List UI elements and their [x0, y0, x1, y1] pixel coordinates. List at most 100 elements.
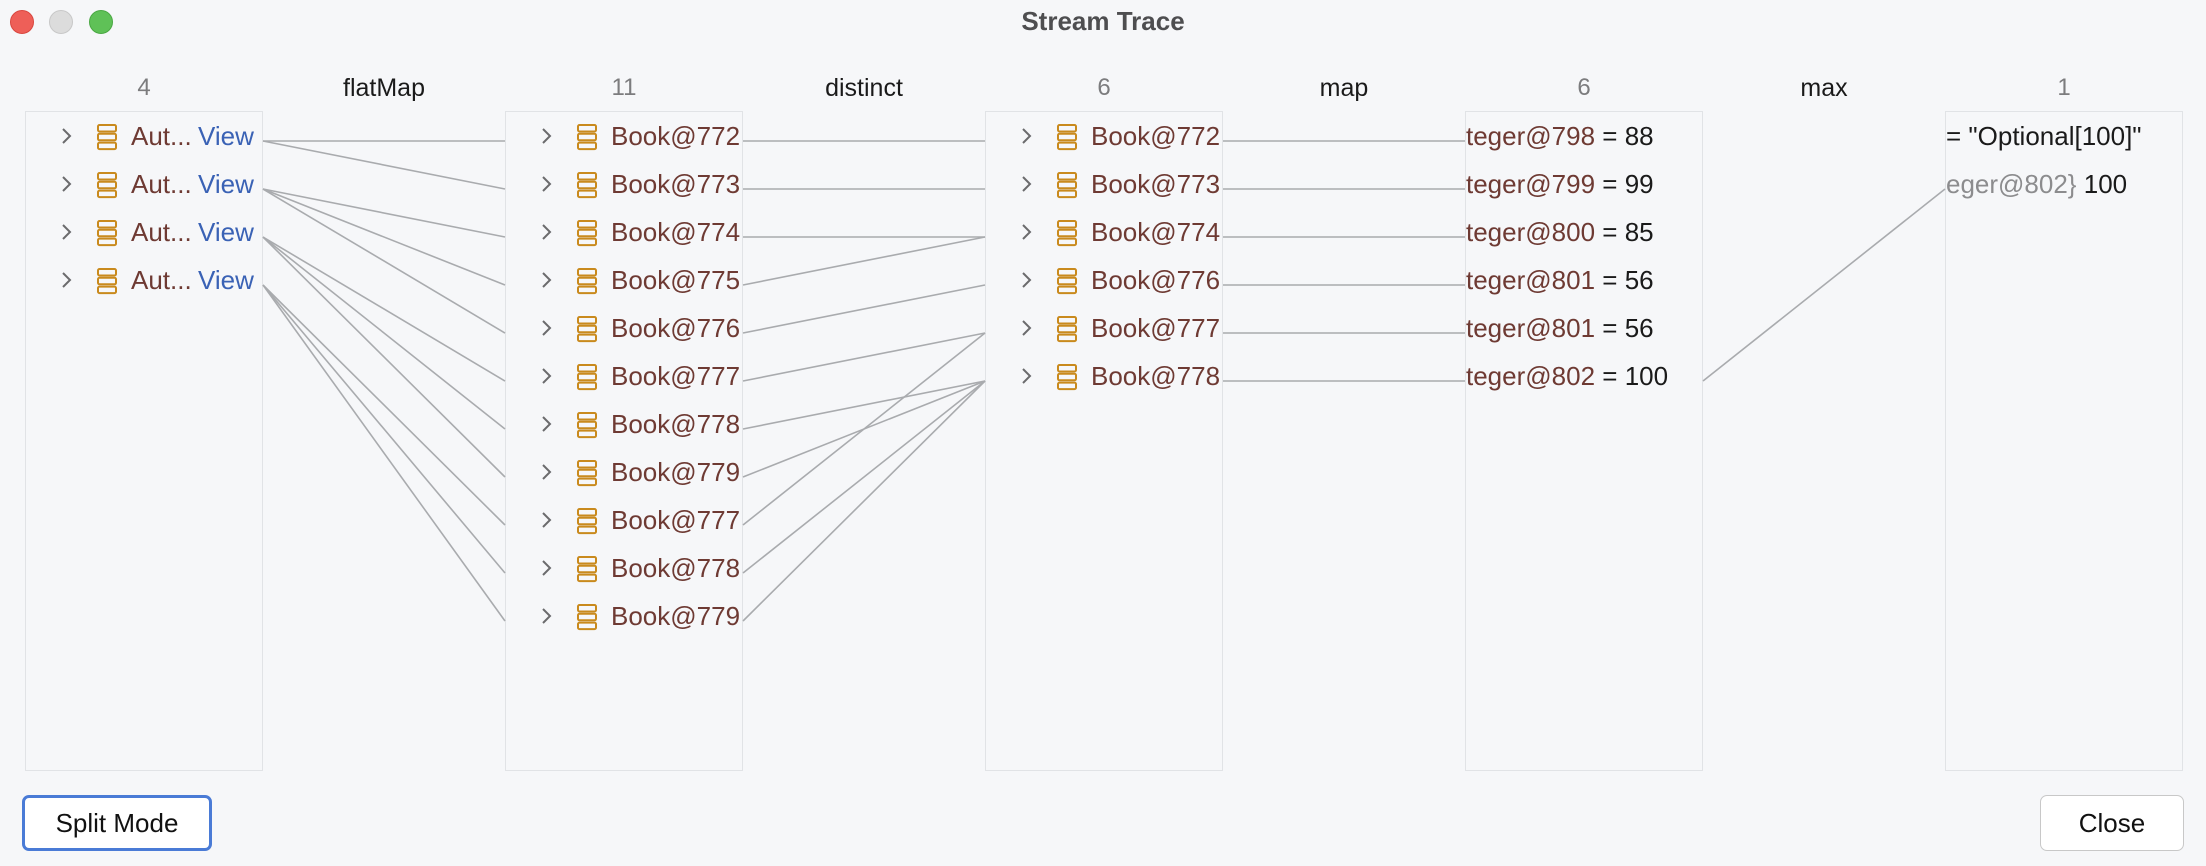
chevron-right-icon[interactable]	[536, 558, 556, 578]
close-button[interactable]: Close	[2040, 795, 2184, 851]
tree-row[interactable]: Book@778	[506, 400, 742, 448]
value-row[interactable]: eger@802} 100	[1946, 160, 2182, 208]
operation-distinct: distinct	[825, 74, 903, 102]
object-label: Aut...	[131, 265, 192, 295]
window-minimize-button[interactable]	[49, 10, 73, 34]
chevron-right-icon[interactable]	[536, 270, 556, 290]
trace-line	[262, 188, 506, 286]
view-link[interactable]: View	[198, 121, 254, 151]
chevron-right-icon[interactable]	[536, 510, 556, 530]
value-row[interactable]: teger@798 = 88	[1466, 112, 1702, 160]
object-icon	[577, 172, 597, 199]
tree-row[interactable]: Aut... View	[26, 160, 262, 208]
object-icon	[1057, 172, 1077, 199]
tree-row[interactable]: Book@772	[506, 112, 742, 160]
object-label: Aut...	[131, 169, 192, 199]
object-label: Book@772	[611, 121, 741, 151]
trace-line	[742, 380, 986, 430]
tree-row[interactable]: Book@777	[986, 304, 1222, 352]
chevron-right-icon[interactable]	[536, 606, 556, 626]
object-label: Book@773	[611, 169, 741, 199]
object-icon	[1057, 316, 1077, 343]
value-text: = 99	[1602, 169, 1654, 199]
chevron-right-icon[interactable]	[536, 222, 556, 242]
map-result-column: teger@798 = 88 teger@799 = 99 teger@800 …	[1465, 111, 1703, 771]
view-link[interactable]: View	[198, 265, 254, 295]
object-icon	[577, 508, 597, 535]
chevron-right-icon[interactable]	[1016, 126, 1036, 146]
object-icon	[577, 316, 597, 343]
chevron-right-icon[interactable]	[1016, 270, 1036, 290]
tree-row[interactable]: Book@777	[506, 496, 742, 544]
chevron-right-icon[interactable]	[1016, 222, 1036, 242]
tree-row[interactable]: Book@776	[506, 304, 742, 352]
tree-row[interactable]: Book@778	[986, 352, 1222, 400]
max-result-column: = "Optional[100]" eger@802} 100	[1945, 111, 2183, 771]
chevron-right-icon[interactable]	[536, 462, 556, 482]
tree-row[interactable]: Book@775	[506, 256, 742, 304]
trace-line	[742, 332, 986, 382]
object-label: Book@778	[611, 553, 741, 583]
chevron-right-icon[interactable]	[536, 414, 556, 434]
tree-row[interactable]: Book@779	[506, 448, 742, 496]
split-mode-button[interactable]: Split Mode	[22, 795, 212, 851]
object-label: teger@802 = 100	[1466, 361, 1669, 391]
window-title: Stream Trace	[1021, 6, 1185, 36]
object-label: eger@802} 100	[1946, 169, 2128, 199]
tree-row[interactable]: Book@774	[986, 208, 1222, 256]
chevron-right-icon[interactable]	[536, 366, 556, 386]
chevron-right-icon[interactable]	[536, 126, 556, 146]
object-icon	[97, 220, 117, 247]
tree-row[interactable]: Book@774	[506, 208, 742, 256]
distinct-result-column: Book@772 Book@773 Book@774 Book@776 Book…	[985, 111, 1223, 771]
view-link[interactable]: View	[198, 217, 254, 247]
value-row[interactable]: teger@800 = 85	[1466, 208, 1702, 256]
chevron-right-icon[interactable]	[56, 270, 76, 290]
trace-line	[262, 140, 506, 190]
chevron-right-icon[interactable]	[56, 174, 76, 194]
source-column: Aut... View Aut... View Aut... View Aut.…	[25, 111, 263, 771]
chevron-right-icon[interactable]	[1016, 366, 1036, 386]
operation-map: map	[1319, 74, 1369, 102]
object-icon	[577, 460, 597, 487]
tree-row[interactable]: Book@772	[986, 112, 1222, 160]
object-label: Book@779	[611, 601, 741, 631]
object-icon	[577, 556, 597, 583]
object-label: teger@798 = 88	[1466, 121, 1654, 151]
object-icon	[577, 364, 597, 391]
object-icon	[1057, 220, 1077, 247]
chevron-right-icon[interactable]	[1016, 174, 1036, 194]
object-icon	[1057, 124, 1077, 151]
window-zoom-button[interactable]	[89, 10, 113, 34]
value-row[interactable]: teger@801 = 56	[1466, 304, 1702, 352]
chevron-right-icon[interactable]	[56, 222, 76, 242]
object-label: Book@776	[611, 313, 741, 343]
object-label: Book@777	[611, 361, 741, 391]
value-row[interactable]: teger@802 = 100	[1466, 352, 1702, 400]
chevron-right-icon[interactable]	[56, 126, 76, 146]
value-row[interactable]: teger@801 = 56	[1466, 256, 1702, 304]
object-label: Aut...	[131, 217, 192, 247]
value-row[interactable]: teger@799 = 99	[1466, 160, 1702, 208]
object-icon	[577, 604, 597, 631]
chevron-right-icon[interactable]	[536, 174, 556, 194]
tree-row[interactable]: Book@773	[986, 160, 1222, 208]
trace-line	[742, 236, 986, 286]
tree-row[interactable]: Aut... View	[26, 208, 262, 256]
tree-row[interactable]: Book@777	[506, 352, 742, 400]
object-icon	[97, 124, 117, 151]
tree-row[interactable]: Book@776	[986, 256, 1222, 304]
tree-row[interactable]: Aut... View	[26, 112, 262, 160]
tree-row[interactable]: Book@779	[506, 592, 742, 640]
window-close-button[interactable]	[10, 10, 34, 34]
trace-line	[742, 380, 986, 574]
tree-row[interactable]: Book@773	[506, 160, 742, 208]
object-label: Book@774	[1091, 217, 1221, 247]
value-row[interactable]: = "Optional[100]"	[1946, 112, 2182, 160]
value-text: = 56	[1602, 313, 1654, 343]
view-link[interactable]: View	[198, 169, 254, 199]
chevron-right-icon[interactable]	[1016, 318, 1036, 338]
chevron-right-icon[interactable]	[536, 318, 556, 338]
tree-row[interactable]: Book@778	[506, 544, 742, 592]
tree-row[interactable]: Aut... View	[26, 256, 262, 304]
